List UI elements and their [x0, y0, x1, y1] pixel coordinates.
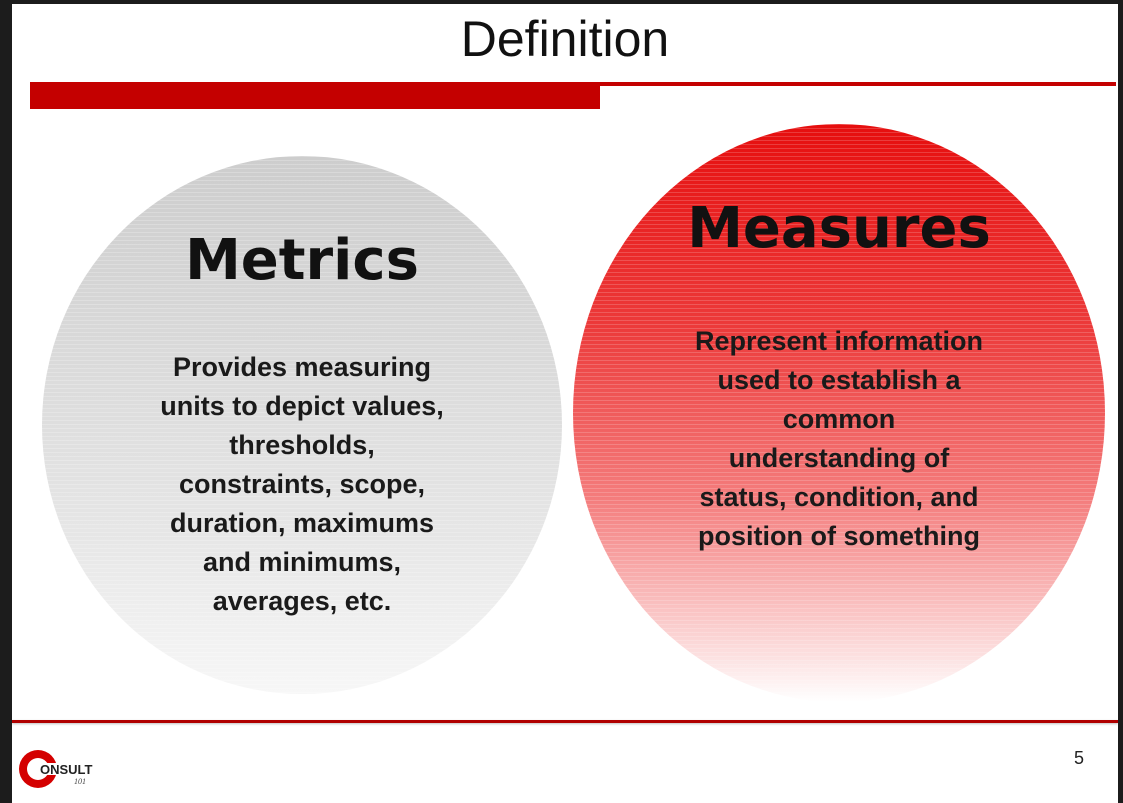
consult-logo-icon: ONSULT 101 [19, 750, 93, 788]
measures-heading: Measures [687, 196, 991, 261]
metrics-circle: Metrics Provides measuring units to depi… [42, 156, 562, 694]
metrics-heading: Metrics [185, 228, 419, 293]
title-accent-bar [30, 82, 600, 109]
metrics-description: Provides measuring units to depict value… [160, 352, 444, 616]
logo-subtext: 101 [74, 777, 86, 786]
measures-description: Represent information used to establish … [694, 326, 984, 551]
consult-logo: ONSULT 101 [16, 744, 116, 794]
footer-rule [12, 720, 1118, 723]
measures-circle: Measures Represent information used to e… [573, 124, 1105, 702]
logo-text: ONSULT [40, 762, 93, 777]
page-number: 5 [1074, 748, 1085, 768]
slide: Definition Metrics Provides measuring un… [12, 4, 1118, 803]
slide-title: Definition [460, 11, 670, 67]
